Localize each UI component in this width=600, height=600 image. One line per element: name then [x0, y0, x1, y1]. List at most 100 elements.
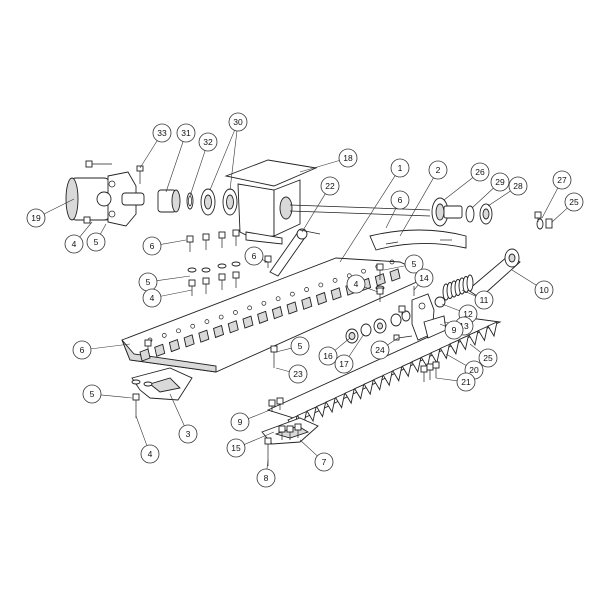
callout-number: 5: [90, 389, 95, 399]
callout-circle: [478, 348, 498, 368]
leader-line-c5a: [100, 223, 107, 235]
callout-c14: 14: [414, 268, 434, 288]
callout-circle: [320, 176, 340, 196]
drive-pulley: [431, 197, 493, 227]
callout-circle: [140, 444, 160, 464]
callout-c4d: 4: [140, 444, 160, 464]
gearbox-housing: [224, 159, 318, 245]
callout-c19: 19: [26, 208, 46, 228]
callout-circle: [244, 246, 264, 266]
callout-c6a: 6: [142, 236, 162, 256]
leader-line-c16: [334, 337, 351, 351]
callout-circle: [64, 234, 84, 254]
callout-number: 7: [322, 457, 327, 467]
callout-circle: [470, 162, 490, 182]
spring: [442, 274, 474, 301]
callout-number: 28: [513, 181, 523, 191]
callout-c24: 24: [370, 340, 390, 360]
callout-number: 11: [480, 295, 489, 305]
callout-number: 15: [231, 443, 241, 453]
callout-c15: 15: [226, 438, 246, 458]
callout-c23: 23: [288, 364, 308, 384]
callout-circle: [414, 268, 434, 288]
cutter-bar-teeth: [139, 268, 401, 362]
callout-c27: 27: [552, 170, 572, 190]
callout-number: 5: [298, 341, 303, 351]
callout-number: 13: [459, 321, 469, 331]
callout-circle: [346, 274, 366, 294]
leader-line-c23: [275, 367, 290, 372]
callout-circle: [444, 320, 464, 340]
callout-c1: 1: [390, 158, 410, 178]
callout-circle: [490, 172, 510, 192]
leader-line-c30: [229, 130, 238, 191]
leader-line-c20: [445, 353, 467, 366]
leader-line-c32: [189, 150, 206, 197]
callout-number: 4: [148, 449, 153, 459]
callout-circle: [86, 232, 106, 252]
callout-number: 2: [436, 165, 441, 175]
callout-c10: 10: [534, 280, 554, 300]
callout-circle: [178, 424, 198, 444]
callout-c6d: 6: [72, 340, 92, 360]
leader-line-c6c: [262, 259, 269, 263]
leader-line-c4c: [364, 286, 379, 293]
leader-line-c4a: [79, 221, 93, 238]
callout-number: 6: [80, 345, 85, 355]
callout-number: 3: [186, 429, 191, 439]
callout-circle: [288, 364, 308, 384]
callout-number: 27: [557, 175, 567, 185]
leader-line-c6b: [385, 207, 397, 229]
connecting-rod: [269, 228, 321, 277]
leader-line-c10: [511, 269, 537, 286]
fasteners: [131, 211, 542, 466]
callout-circle: [508, 176, 528, 196]
callout-circle: [338, 148, 358, 168]
leader-line-c33: [139, 140, 158, 169]
callout-circle: [26, 208, 46, 228]
callout-c17: 17: [334, 354, 354, 374]
callout-number: 1: [398, 163, 403, 173]
leader-line-c22: [301, 193, 326, 233]
callout-number: 10: [539, 285, 549, 295]
leader-line-c3: [169, 393, 185, 426]
leader-line-c28: [487, 190, 511, 207]
callout-circle: [176, 123, 196, 143]
callout-number: 6: [150, 241, 155, 251]
bushings: [345, 310, 413, 344]
callout-circle: [474, 290, 494, 310]
callout-c31: 31: [176, 123, 196, 143]
callout-circle: [334, 354, 354, 374]
callout-circle: [226, 438, 246, 458]
leader-line-c30: [209, 130, 235, 191]
callout-c6c: 6: [244, 246, 264, 266]
callout-number: 4: [150, 293, 155, 303]
callout-number: 19: [31, 213, 41, 223]
callout-c6b: 6: [390, 190, 410, 210]
callout-number: 17: [339, 359, 349, 369]
coupling-rings: [157, 189, 194, 213]
leader-line-c5b: [156, 275, 191, 282]
callout-circle: [390, 158, 410, 178]
leader-line-c12: [441, 303, 460, 312]
callout-c5e: 5: [82, 384, 102, 404]
drive-shaft: [289, 204, 431, 217]
hydraulic-motor: [65, 171, 145, 227]
callout-circle: [456, 372, 476, 392]
leader-line-c4b: [160, 289, 193, 297]
eccentric-rod: [467, 248, 521, 299]
curved-arm: [369, 229, 467, 251]
callout-circle: [370, 340, 390, 360]
callout-number: 4: [72, 239, 77, 249]
callout-c7: 7: [314, 452, 334, 472]
callout-number: 23: [293, 369, 303, 379]
leader-line-c2: [399, 177, 434, 237]
callout-c25a: 25: [564, 192, 584, 212]
callout-c11: 11: [474, 290, 494, 310]
leader-line-c5c: [383, 265, 406, 271]
leader-line-c29: [471, 187, 494, 209]
callout-circle: [228, 112, 248, 132]
callout-number: 30: [233, 117, 243, 127]
end-guard-left: [131, 367, 193, 401]
